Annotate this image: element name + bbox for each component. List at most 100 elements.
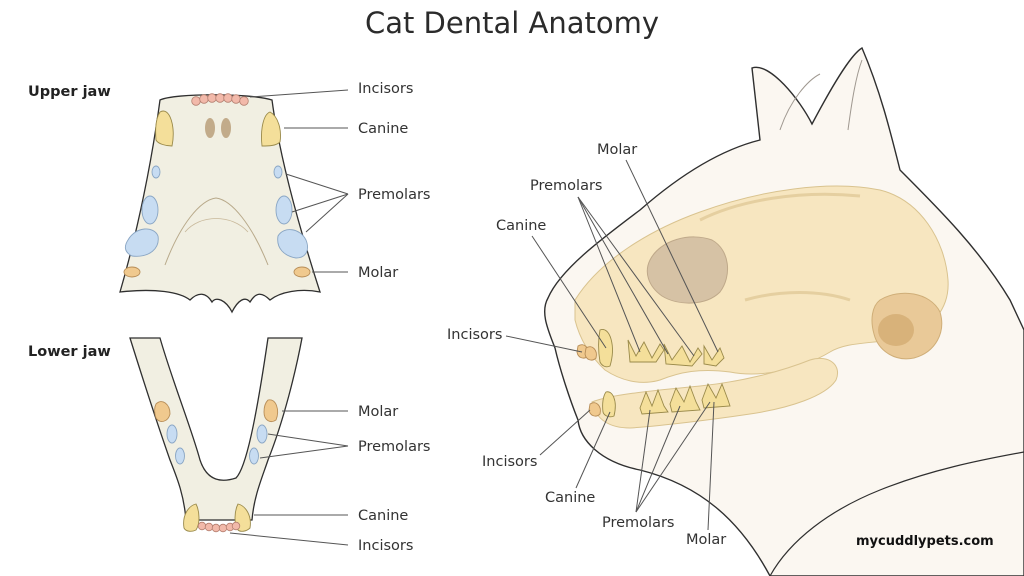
neck-line: [769, 451, 1024, 576]
label-upper-premolars: Premolars: [358, 187, 430, 203]
leader-upper-premolars-a: [285, 173, 349, 195]
lower-premolar-right: [256, 424, 268, 444]
lower-premolar-left: [166, 424, 178, 444]
label-upper-incisors: Incisors: [358, 81, 413, 97]
leader-skull-canine: [531, 235, 607, 349]
upper-molar-right: [293, 266, 311, 278]
leader-upper-premolars-c: [305, 193, 349, 233]
leader-skull-premolars-b: [577, 196, 669, 355]
leader-skull-lower-premolars-b: [635, 405, 681, 513]
ear-canal: [878, 314, 914, 346]
skull-upper-premolar: [663, 343, 703, 367]
leader-skull-lower-molar: [707, 401, 715, 531]
upper-carnassial-left: [124, 228, 159, 257]
lower-incisor: [231, 521, 241, 531]
upper-incisor: [223, 93, 233, 103]
leader-skull-lower-incisors: [539, 409, 591, 456]
leader-skull-molar: [625, 159, 719, 353]
skull-lower-canine: [602, 391, 616, 418]
skull-lower-teeth: [588, 382, 731, 418]
label-skull-lower-molar: Molar: [686, 532, 726, 548]
skull-lower-incisor: [588, 402, 601, 417]
leader-lower-premolars-b: [259, 445, 349, 459]
skull-upper-teeth: [576, 329, 725, 368]
label-lower-molar: Molar: [358, 404, 398, 420]
leader-skull-lower-premolars-c: [635, 401, 711, 513]
zygomatic-arch: [744, 291, 851, 302]
leader-skull-premolars-c: [577, 196, 695, 357]
leader-skull-lower-premolars-a: [635, 409, 651, 513]
leader-lower-premolars-a: [267, 433, 349, 447]
palate-fold: [184, 218, 249, 233]
lower-molar-right: [263, 399, 279, 423]
skull-upper-canine: [598, 329, 613, 368]
label-skull-molar: Molar: [597, 142, 637, 158]
mandible-bone: [129, 337, 303, 521]
leader-skull-premolars-a: [577, 196, 641, 353]
upper-jaw-diagram: Upper jaw: [28, 81, 430, 314]
leader-upper-premolars-b: [291, 193, 349, 213]
ear-inner-left: [779, 73, 821, 131]
incisive-foramen-left: [205, 118, 215, 138]
lower-incisor: [211, 523, 221, 533]
leader-skull-incisors: [505, 335, 583, 353]
upper-premolar-right: [275, 195, 293, 225]
upper-jaw-heading: Upper jaw: [28, 84, 111, 100]
upper-incisor: [215, 93, 225, 103]
upper-carnassial-right: [277, 229, 308, 259]
upper-premolar-small-left: [151, 165, 161, 179]
lower-premolar-left-2: [175, 447, 185, 465]
upper-premolar-left: [141, 195, 159, 225]
leader-skull-lower-canine: [575, 411, 611, 489]
skull-upper-molar: [703, 344, 725, 367]
skull-lower-premolar: [669, 384, 701, 413]
label-skull-premolars: Premolars: [530, 178, 602, 194]
lower-jaw-heading: Lower jaw: [28, 344, 111, 360]
label-lower-incisors: Incisors: [358, 538, 413, 554]
upper-palate-bone: [119, 94, 321, 314]
label-skull-lower-canine: Canine: [545, 490, 595, 506]
lower-canine-left: [183, 503, 200, 532]
upper-incisor: [231, 94, 241, 104]
leader-upper-incisors: [249, 89, 349, 98]
zygomatic-ridge: [699, 192, 861, 222]
upper-incisor: [207, 93, 217, 103]
lower-incisor: [204, 522, 214, 532]
palate-ridge: [164, 197, 269, 266]
ear-inner-right: [847, 59, 863, 131]
label-lower-premolars: Premolars: [358, 439, 430, 455]
upper-canine-right: [261, 111, 281, 147]
skull-upper-premolar: [627, 339, 665, 363]
lower-jaw-diagram: Lower jaw Molar Pre: [28, 337, 430, 554]
upper-premolar-small-right: [273, 165, 283, 179]
upper-incisor: [199, 94, 209, 104]
diagram-title: Cat Dental Anatomy: [364, 6, 660, 40]
label-skull-incisors: Incisors: [447, 327, 502, 343]
eye-orbit: [646, 236, 729, 304]
lower-incisor: [218, 523, 228, 533]
leader-lower-incisors: [229, 532, 349, 546]
upper-incisor: [191, 96, 201, 106]
label-skull-canine: Canine: [496, 218, 546, 234]
upper-incisors: [191, 93, 249, 106]
label-upper-canine: Canine: [358, 121, 408, 137]
incisive-foramen-right: [221, 118, 231, 138]
lower-premolar-right-2: [249, 447, 259, 465]
lower-incisor: [197, 521, 207, 531]
skull-lower-premolar: [639, 388, 669, 415]
label-skull-lower-incisors: Incisors: [482, 454, 537, 470]
skull-upper-incisor: [584, 346, 597, 361]
upper-canine-left: [155, 110, 174, 147]
upper-incisor: [239, 96, 249, 106]
label-lower-canine: Canine: [358, 508, 408, 524]
site-watermark: mycuddlypets.com: [856, 534, 994, 549]
label-upper-molar: Molar: [358, 265, 398, 281]
lower-incisors: [197, 521, 241, 533]
label-skull-lower-premolars: Premolars: [602, 515, 674, 531]
skull-lower-molar: [701, 382, 731, 409]
upper-molar-left: [123, 266, 141, 278]
cat-skull-diagram: Molar Premolars Canine Incisors Incisors…: [447, 46, 1024, 576]
lower-molar-left: [154, 401, 171, 422]
